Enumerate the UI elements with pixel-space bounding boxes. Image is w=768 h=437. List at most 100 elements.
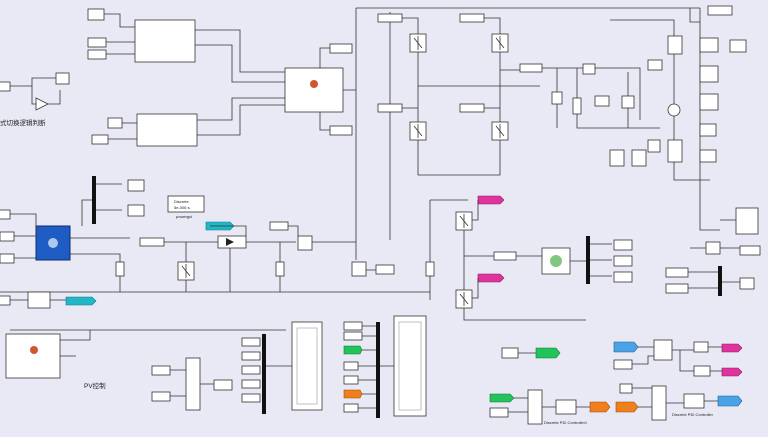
from-tag-scope-1e[interactable] bbox=[241, 393, 261, 403]
product-block[interactable] bbox=[185, 357, 201, 411]
from-tag-scope-1b[interactable] bbox=[241, 351, 261, 361]
small-block-dq-2[interactable] bbox=[693, 365, 711, 377]
constant-block-mid-1[interactable] bbox=[107, 117, 123, 129]
display-block-right-2[interactable] bbox=[699, 65, 719, 83]
breaker-block-2[interactable] bbox=[667, 139, 683, 163]
input-port-pv-2[interactable] bbox=[0, 231, 15, 242]
goto-tag-teal-bottom[interactable] bbox=[65, 296, 97, 306]
display-block-right-1[interactable] bbox=[699, 37, 719, 53]
sum-block-pid-2[interactable] bbox=[651, 385, 667, 421]
subsystem-block-upper[interactable] bbox=[134, 19, 196, 63]
constant-block-mid-2[interactable] bbox=[91, 134, 109, 145]
goto-tag-green-2[interactable] bbox=[535, 347, 561, 359]
goto-tag-magenta-3[interactable] bbox=[721, 343, 743, 353]
small-block-right-2[interactable] bbox=[647, 139, 661, 153]
from-tag-bottom-1[interactable] bbox=[151, 365, 171, 376]
from-tag-pid-1[interactable] bbox=[489, 407, 509, 418]
goto-tag-right-4[interactable] bbox=[739, 245, 761, 256]
resistor-icon[interactable] bbox=[572, 97, 582, 115]
goto-tag-right-3[interactable] bbox=[699, 123, 717, 137]
goto-tag-blue-1[interactable] bbox=[717, 395, 743, 407]
small-block-right-1[interactable] bbox=[647, 59, 663, 71]
input-port-pv-1[interactable] bbox=[0, 209, 11, 220]
summing-block-boost[interactable] bbox=[297, 235, 313, 251]
bus-bar-right[interactable] bbox=[718, 266, 722, 296]
goto-tag-magenta-4[interactable] bbox=[721, 367, 743, 377]
display-block-pv-1[interactable] bbox=[127, 179, 145, 192]
igbt-bridge-icon[interactable] bbox=[455, 289, 473, 309]
input-port-mppt[interactable] bbox=[0, 295, 11, 306]
from-tag-boost[interactable] bbox=[269, 221, 289, 231]
from-tag-top-3[interactable] bbox=[377, 103, 403, 113]
from-tag-right-1[interactable] bbox=[665, 267, 689, 278]
constant-block-top-2[interactable] bbox=[87, 37, 107, 48]
goto-tag-right-1[interactable] bbox=[707, 5, 733, 16]
sum-block-pid-1[interactable] bbox=[527, 389, 543, 425]
goto-tag-magenta-2[interactable] bbox=[477, 273, 505, 283]
input-port-pv-3[interactable] bbox=[0, 253, 15, 264]
igbt-bridge-icon[interactable] bbox=[491, 33, 509, 53]
igbt-bridge-icon[interactable] bbox=[177, 261, 195, 281]
goto-block-svpwm-out-1[interactable] bbox=[329, 43, 353, 54]
small-block-right-4[interactable] bbox=[609, 149, 625, 167]
display-block-grid-1[interactable] bbox=[613, 239, 633, 251]
from-tag-scope-2b[interactable] bbox=[343, 331, 363, 341]
bus-bar-grid[interactable] bbox=[586, 236, 590, 284]
display-block-right-3[interactable] bbox=[699, 93, 719, 111]
goto-tag-orange-2[interactable] bbox=[589, 401, 611, 413]
mppt-control-subsystem[interactable] bbox=[5, 333, 61, 379]
display-block-right-4[interactable] bbox=[699, 149, 717, 163]
subsystem-block-lower[interactable] bbox=[136, 113, 198, 147]
constant-block-top-3[interactable] bbox=[87, 49, 107, 60]
pid-controller-1[interactable] bbox=[555, 399, 577, 415]
pid-controller-2[interactable] bbox=[683, 393, 705, 409]
display-block-pv-2[interactable] bbox=[127, 204, 145, 217]
small-display-block-2[interactable] bbox=[594, 95, 610, 107]
from-tag-top-4[interactable] bbox=[459, 103, 485, 113]
mux-block-dc[interactable] bbox=[351, 261, 367, 277]
capacitor-icon[interactable] bbox=[551, 91, 563, 105]
small-block-right-3[interactable] bbox=[631, 149, 647, 167]
from-tag-dq[interactable] bbox=[613, 359, 633, 370]
gain-triangle-block[interactable] bbox=[35, 97, 49, 111]
source-ac-icon[interactable] bbox=[667, 103, 681, 117]
display-block-power[interactable] bbox=[213, 379, 233, 391]
igbt-bridge-icon[interactable] bbox=[455, 211, 473, 231]
from-tag-pid-2[interactable] bbox=[619, 383, 633, 394]
mux-block-grid[interactable] bbox=[493, 251, 517, 261]
goto-block-svpwm-out-2[interactable] bbox=[329, 125, 353, 136]
switch-logic-subsystem[interactable] bbox=[284, 67, 344, 113]
bus-bar-scope-2[interactable] bbox=[376, 322, 380, 418]
diode-icon[interactable] bbox=[217, 235, 247, 249]
igbt-bridge-icon[interactable] bbox=[409, 121, 427, 141]
bus-bar-scope-1[interactable] bbox=[262, 334, 266, 414]
goto-tag-magenta-1[interactable] bbox=[477, 195, 505, 205]
goto-tag-green-1[interactable] bbox=[343, 345, 363, 355]
capacitor-icon[interactable] bbox=[425, 261, 435, 277]
scope-icon[interactable] bbox=[735, 207, 759, 235]
goto-tag-blue-2[interactable] bbox=[613, 341, 639, 353]
from-tag-scope-1d[interactable] bbox=[241, 379, 261, 389]
display-block-right-5[interactable] bbox=[739, 277, 755, 290]
from-tag-right-2[interactable] bbox=[665, 283, 689, 294]
breaker-block-1[interactable] bbox=[667, 35, 683, 55]
pv-array-icon[interactable] bbox=[35, 225, 71, 261]
powergui-block[interactable]: Discrete 5e-006 s. bbox=[167, 195, 205, 213]
from-tag-inst[interactable] bbox=[501, 347, 519, 359]
capacitor-icon[interactable] bbox=[275, 261, 285, 277]
from-tag-top-1[interactable] bbox=[377, 13, 403, 23]
from-tag-scope-1a[interactable] bbox=[241, 337, 261, 347]
from-tag-scope-2a[interactable] bbox=[343, 321, 363, 331]
igbt-bridge-icon[interactable] bbox=[491, 121, 509, 141]
small-block-right-5[interactable] bbox=[705, 241, 721, 255]
from-tag-scope-2e[interactable] bbox=[343, 403, 359, 413]
from-tag-top-2[interactable] bbox=[459, 13, 485, 23]
mux-block-ac[interactable] bbox=[519, 63, 543, 73]
from-tag-bottom-2[interactable] bbox=[151, 391, 171, 402]
goto-tag-orange-1[interactable] bbox=[343, 389, 363, 399]
capacitor-icon[interactable] bbox=[115, 261, 125, 277]
load-icon[interactable] bbox=[541, 247, 571, 275]
voltage-measure-block[interactable] bbox=[139, 237, 165, 247]
